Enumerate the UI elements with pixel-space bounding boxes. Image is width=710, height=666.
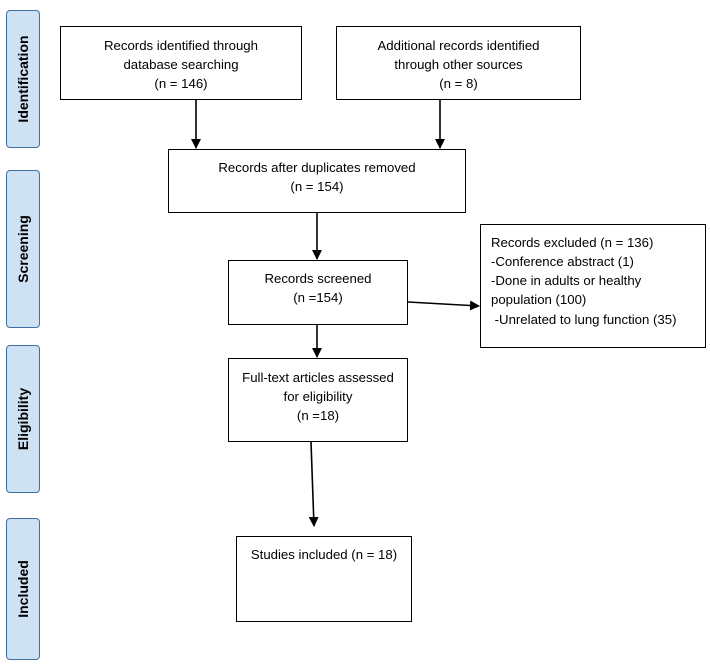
included-line-1: Studies included (n = 18) bbox=[250, 547, 398, 562]
box-after-duplicates: Records after duplicates removed (n = 15… bbox=[168, 149, 466, 213]
fulltext-line-1: Full-text articles assessed bbox=[242, 370, 394, 385]
fulltext-count: (n =18) bbox=[296, 408, 340, 424]
arrow-fulltext-to-included bbox=[308, 441, 319, 527]
database-count: (n = 146) bbox=[154, 76, 208, 92]
box-studies-included: Studies included (n = 18) bbox=[236, 536, 412, 622]
excluded-reason-conference: -Conference abstract (1) bbox=[491, 254, 634, 270]
duplicates-line-1: Records after duplicates removed bbox=[218, 160, 416, 175]
arrow-screened-to-excluded bbox=[407, 300, 480, 311]
box-fulltext-assessed: Full-text articles assessed for eligibil… bbox=[228, 358, 408, 442]
phase-identification: Identification bbox=[6, 10, 40, 148]
duplicates-count: (n = 154) bbox=[290, 179, 344, 195]
excluded-reason-adults-line-1: -Done in adults or healthy bbox=[491, 273, 642, 289]
box-other-sources: Additional records identified through ot… bbox=[336, 26, 581, 100]
flow-arrows bbox=[191, 100, 480, 527]
other-count: (n = 8) bbox=[439, 76, 478, 92]
box-database-records: Records identified through database sear… bbox=[60, 26, 302, 100]
database-line-1: Records identified through bbox=[104, 38, 258, 53]
phase-screening: Screening bbox=[6, 170, 40, 328]
prisma-flow-diagram: Identification Screening Eligibility Inc… bbox=[6, 10, 706, 660]
screened-count: (n =154) bbox=[293, 290, 343, 306]
database-line-2: database searching bbox=[123, 57, 239, 73]
fulltext-line-2: for eligibility bbox=[283, 389, 353, 405]
excluded-reason-unrelated: -Unrelated to lung function (35) bbox=[491, 311, 677, 327]
excluded-reason-adults-line-2: population (100) bbox=[491, 292, 587, 308]
screened-line-1: Records screened bbox=[264, 271, 372, 286]
box-records-screened: Records screened (n =154) bbox=[228, 260, 408, 325]
other-line-1: Additional records identified bbox=[377, 38, 540, 53]
phase-eligibility: Eligibility bbox=[6, 345, 40, 493]
phase-included: Included bbox=[6, 518, 40, 660]
excluded-heading: Records excluded (n = 136) bbox=[491, 235, 654, 250]
box-records-excluded: Records excluded (n = 136) -Conference a… bbox=[480, 224, 706, 348]
other-line-2: through other sources bbox=[394, 57, 523, 73]
